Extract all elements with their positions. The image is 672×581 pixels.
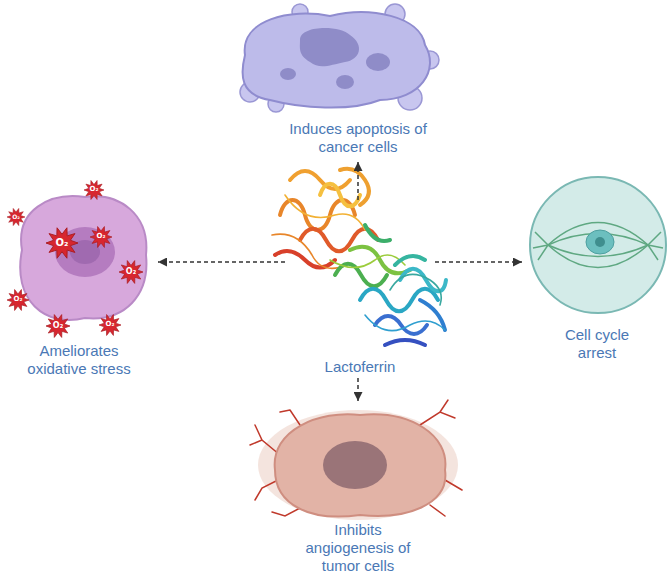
oxygen-star-part bbox=[7, 290, 29, 311]
protein-structure-part bbox=[290, 171, 350, 189]
oxygen-star-part bbox=[46, 228, 78, 258]
oxygen-star-part bbox=[7, 208, 25, 225]
oxygen-label: O₂ bbox=[53, 322, 63, 330]
dashed-arrow bbox=[357, 378, 359, 401]
tumor-cell-part bbox=[258, 410, 458, 520]
oxygen-star-part bbox=[46, 315, 70, 338]
tumor-cell-part bbox=[250, 425, 280, 455]
dividing-cell-part bbox=[586, 230, 614, 254]
tumor-cell bbox=[250, 400, 462, 520]
node-label: Inhibits angiogenesis of tumor cells bbox=[301, 521, 415, 575]
oxygen-star-part bbox=[90, 227, 112, 248]
oxygen-label: O₂ bbox=[105, 321, 114, 328]
oxygen-star bbox=[7, 180, 143, 337]
oxygen-star-part bbox=[119, 261, 143, 284]
tumor-cell-part bbox=[275, 414, 446, 516]
tumor-cell-part bbox=[420, 400, 455, 425]
oxygen-star-part bbox=[84, 180, 104, 199]
apoptotic-cell-part bbox=[243, 12, 430, 107]
oxygen-star-part bbox=[99, 315, 121, 336]
effect-node: Lactoferrin bbox=[285, 200, 435, 378]
tumor-cell-part bbox=[272, 508, 300, 516]
oxygen-label: O₂ bbox=[56, 238, 69, 248]
apoptotic-cell-part bbox=[366, 53, 390, 71]
apoptotic-cell-part bbox=[300, 28, 359, 66]
dividing-cell-part bbox=[533, 232, 548, 260]
effect-node: Induces apoptosis of cancer cells bbox=[230, 4, 486, 158]
node-label: Ameliorates oxidative stress bbox=[18, 342, 140, 378]
oxygen-label: O₂ bbox=[13, 296, 22, 303]
apoptotic-cell-part bbox=[336, 75, 354, 89]
effect-node: Ameliorates oxidative stress bbox=[4, 180, 154, 380]
protein-structure-part bbox=[360, 289, 438, 312]
dashed-arrow bbox=[158, 261, 285, 263]
protein-structure-part bbox=[320, 184, 360, 207]
node-label: Cell cycle arrest bbox=[553, 326, 641, 362]
effect-node: Cell cycle arrest bbox=[526, 170, 668, 364]
protein-structure-part bbox=[385, 340, 425, 345]
oxygen-label: O₂ bbox=[89, 186, 98, 193]
dashed-arrow bbox=[435, 261, 522, 263]
tumor-cell-part bbox=[323, 441, 387, 489]
protein-structure-part bbox=[395, 256, 425, 265]
dividing-cell-part bbox=[530, 177, 666, 313]
oxygen-label: O₂ bbox=[126, 268, 136, 276]
protein-structure-part bbox=[420, 300, 445, 330]
stressed-cell bbox=[20, 196, 146, 320]
protein-structure-part bbox=[365, 225, 390, 241]
dividing-cell-part bbox=[595, 237, 605, 247]
dividing-cell bbox=[530, 177, 666, 313]
dividing-cell-part bbox=[648, 232, 663, 260]
oxygen-label: O₂ bbox=[12, 214, 20, 220]
protein-structure-part bbox=[285, 195, 365, 230]
protein-structure bbox=[272, 169, 446, 345]
protein-structure-part bbox=[375, 316, 427, 334]
protein-structure-part bbox=[275, 251, 335, 268]
apoptotic-cell-part bbox=[280, 68, 296, 80]
protein-structure-part bbox=[365, 315, 445, 331]
node-label: Lactoferrin bbox=[290, 358, 430, 376]
stressed-cell-part bbox=[20, 196, 146, 320]
apoptotic-cell bbox=[240, 4, 439, 112]
tumor-cell-part bbox=[280, 410, 300, 425]
node-label: Induces apoptosis of cancer cells bbox=[278, 120, 438, 156]
effect-node: Inhibits angiogenesis of tumor cells bbox=[250, 405, 466, 577]
oxygen-label: O₂ bbox=[96, 233, 105, 240]
tumor-cell-part bbox=[255, 480, 278, 500]
dashed-arrow bbox=[357, 162, 359, 200]
protein-structure-part bbox=[390, 274, 441, 305]
